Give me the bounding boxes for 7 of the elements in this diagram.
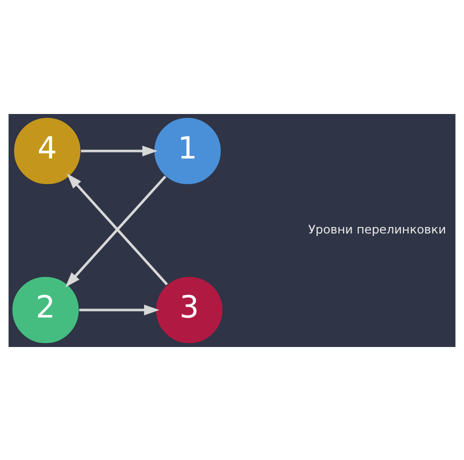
arrow [79, 304, 160, 315]
node-circle: 4 [13, 116, 82, 184]
label: Уровни перелинковки [308, 222, 446, 236]
node-circle: 2 [12, 276, 80, 344]
arrow [80, 145, 158, 156]
node-circle: 3 [155, 276, 224, 344]
node-circle: 1 [154, 116, 222, 184]
